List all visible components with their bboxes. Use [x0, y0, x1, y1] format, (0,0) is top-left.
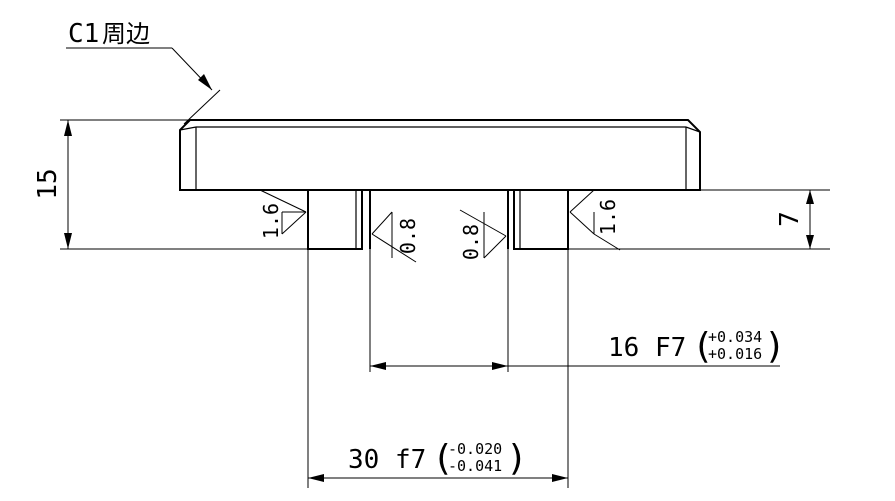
chamfer-callout: C1 周边 — [66, 19, 221, 125]
center-groove — [369, 190, 509, 249]
left-boss — [307, 190, 363, 250]
bore-upper-dev: +0.034 — [708, 328, 762, 346]
dim-30f7-label: 30 f7 — [348, 445, 426, 475]
shaft-lower-dev: -0.041 — [448, 457, 502, 475]
bore-paren-open: ( — [692, 326, 714, 367]
part-outline — [179, 119, 701, 250]
chamfer-left-diag — [179, 126, 197, 131]
roughness-right-outer-value: 1.6 — [596, 199, 620, 235]
dim-7-label: 7 — [775, 211, 805, 227]
dim-16f7-label: 16 F7 — [608, 333, 686, 363]
roughness-right-inner: 0.8 — [459, 209, 507, 260]
chamfer-suffix: 周边 — [102, 20, 150, 48]
chamfer-right-diag — [685, 126, 701, 133]
roughness-right-inner-value: 0.8 — [459, 224, 483, 260]
bore-paren-close: ) — [764, 326, 786, 367]
roughness-left-outer-value: 1.6 — [259, 203, 283, 239]
dim-step-height: 7 — [775, 190, 814, 249]
chamfer-label: C1 — [68, 19, 99, 49]
roughness-left-inner: 0.8 — [371, 211, 420, 263]
roughness-right-outer: 1.6 — [569, 189, 621, 251]
shaft-paren-close: ) — [506, 438, 528, 479]
flange-outline — [179, 119, 701, 191]
extension-lines — [60, 119, 830, 488]
roughness-left-outer: 1.6 — [259, 189, 307, 239]
dim-shaft: 30 f7 ( -0.020 -0.041 ) — [308, 438, 568, 482]
bore-lower-dev: +0.016 — [708, 345, 762, 363]
dim-height-total: 15 — [33, 120, 72, 249]
shaft-upper-dev: -0.020 — [448, 440, 502, 458]
right-boss — [513, 190, 569, 250]
roughness-left-inner-value: 0.8 — [396, 218, 420, 254]
dim-15-label: 15 — [33, 168, 63, 199]
shaft-paren-open: ( — [432, 438, 454, 479]
dim-bore: 16 F7 ( +0.034 +0.016 ) — [370, 326, 786, 370]
